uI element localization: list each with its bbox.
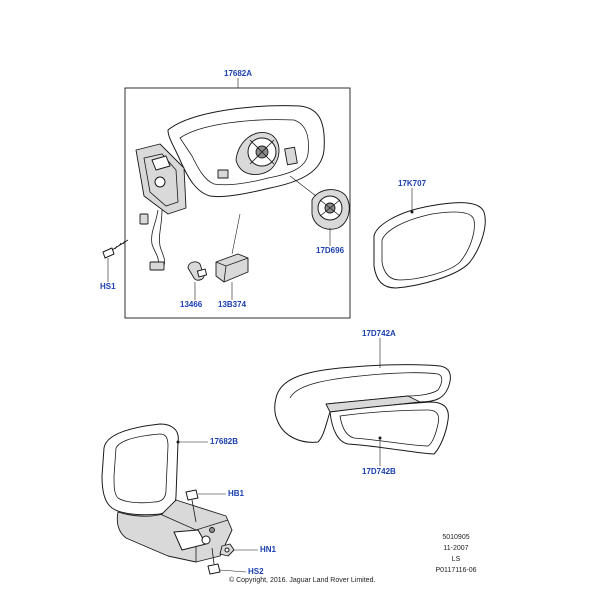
copyright-notice: © Copyright, 2016. Jaguar Land Rover Lim… bbox=[229, 577, 376, 584]
diagram-ref: P0117116-06 bbox=[435, 567, 477, 574]
callout-hn1[interactable]: HN1 bbox=[260, 545, 277, 554]
callout-17d742a[interactable]: 17D742A bbox=[362, 329, 396, 338]
callout-17k707[interactable]: 17K707 bbox=[398, 179, 427, 188]
callout-hs2[interactable]: HS2 bbox=[248, 567, 264, 576]
motor-17d696-drawing bbox=[289, 175, 350, 246]
callout-17682b[interactable]: 17682B bbox=[210, 437, 239, 446]
cover-17d742a-drawing bbox=[274, 338, 451, 443]
callout-17d696[interactable]: 17D696 bbox=[316, 246, 345, 255]
mirror-housing-drawing bbox=[135, 105, 325, 271]
callout-13466[interactable]: 13466 bbox=[180, 300, 203, 309]
callout-hs1[interactable]: HS1 bbox=[100, 282, 116, 291]
callout-hb1[interactable]: HB1 bbox=[228, 489, 245, 498]
callout-17682a[interactable]: 17682A bbox=[224, 69, 253, 78]
screw-hs2-drawing bbox=[207, 547, 247, 575]
callout-13b374[interactable]: 13B374 bbox=[218, 300, 247, 309]
glass-17k707-drawing bbox=[373, 188, 486, 289]
diagram-code: 5010905 bbox=[442, 534, 470, 541]
mirror-17682b-drawing bbox=[101, 423, 233, 563]
bulb-13466-drawing bbox=[187, 261, 208, 300]
screw-hs1-drawing bbox=[102, 239, 129, 282]
callout-17d742b[interactable]: 17D742B bbox=[362, 467, 396, 476]
cover-17d742b-drawing bbox=[329, 401, 449, 466]
assembly-frame bbox=[124, 87, 351, 319]
diagram-region: LS bbox=[451, 556, 461, 563]
bolt-hb1-drawing bbox=[185, 489, 226, 523]
nut-hn1-drawing bbox=[219, 543, 258, 557]
diagram-date: 11-2007 bbox=[443, 545, 469, 552]
leader-hs2 bbox=[219, 569, 247, 573]
lamp-13b374-drawing bbox=[215, 213, 249, 300]
